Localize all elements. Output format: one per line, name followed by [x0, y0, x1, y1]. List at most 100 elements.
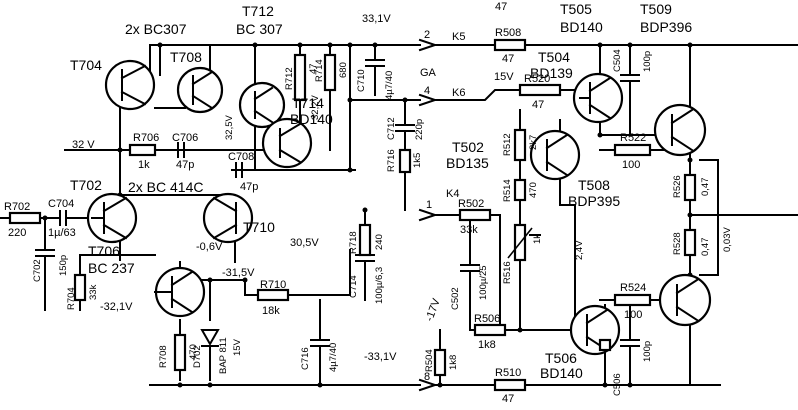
passive-symbols	[8, 38, 697, 392]
label-c714-value: 100µ/6,3	[374, 267, 385, 304]
label-r706: R706	[133, 132, 159, 144]
label-t509-type: BDP396	[640, 19, 692, 35]
transistor-t502-symbol	[529, 129, 581, 181]
resistor-r702-symbol	[8, 211, 42, 225]
potentiometer-arrow	[507, 227, 533, 259]
resistor-r714-symbol	[323, 53, 337, 92]
resistor-r508-symbol	[493, 38, 527, 52]
label-c502: C502	[450, 287, 461, 310]
resistor-r718-symbol	[358, 223, 372, 257]
transistor-t706-symbol	[154, 266, 206, 318]
resistor-r524-symbol	[613, 293, 652, 307]
label-t714-type: BD140	[290, 111, 333, 127]
label-t504: T504	[538, 49, 570, 65]
resistor-r502-symbol	[458, 208, 492, 222]
resistor-r526-symbol	[683, 173, 697, 202]
resistor-r510-symbol	[493, 378, 527, 392]
label-r714-value: 680	[338, 62, 349, 78]
label-t714: T714	[292, 95, 324, 111]
resistor-r504-symbol	[433, 348, 447, 377]
resistor-r706-symbol	[128, 143, 157, 157]
label-c712: C712	[386, 117, 397, 140]
resistor-r716-symbol	[398, 148, 412, 174]
resistor-r506b-symbol	[598, 338, 612, 352]
label-r712-value: 47	[308, 63, 319, 74]
label-c708-value: 47p	[240, 181, 258, 193]
label-r704: R704	[66, 287, 77, 310]
label-t710: T710	[243, 219, 275, 235]
label-c706: C706	[172, 132, 198, 144]
label-v-325: 32,5V	[224, 115, 235, 140]
label-r512: R512	[502, 133, 513, 156]
label-v-322: 32,2V	[310, 95, 321, 120]
label-r522: R522	[620, 132, 646, 144]
label-r706-value: 1k	[138, 159, 150, 171]
connector-p2-symbol	[418, 38, 451, 52]
label-r710: R710	[260, 279, 286, 291]
label-r702: R702	[4, 201, 30, 213]
label-r528: R528	[672, 232, 683, 255]
resistor-r710-symbol	[256, 288, 290, 302]
resistor-r520-symbol	[518, 83, 562, 97]
transistor-t714-symbol	[261, 117, 313, 169]
resistor-r512-symbol	[513, 128, 527, 162]
label-t502-type: BD135	[446, 155, 489, 171]
transistor-t704-symbol	[104, 59, 156, 111]
label-t505-type: BD140	[560, 19, 603, 35]
label-c704: C704	[48, 198, 74, 210]
label-v-003: 0,03V	[722, 227, 733, 252]
label-c706-value: 47p	[176, 159, 194, 171]
label-d702-type: BAP 811	[218, 337, 229, 374]
label-t706-type: BC 237	[88, 260, 135, 276]
resistor-r704-symbol	[73, 273, 87, 302]
label-r526: R526	[672, 175, 683, 198]
label-c504-value: 100p	[642, 51, 653, 72]
label-c712-value: 220p	[414, 119, 425, 140]
label-t509: T509	[640, 1, 672, 17]
label-r506: R506	[474, 313, 500, 325]
label-top-value: 47	[495, 1, 507, 13]
label-r708: R708	[158, 345, 169, 368]
label-v-m315: -31,5V	[222, 267, 255, 279]
label-r504: R504	[424, 349, 435, 372]
label-c708: C708	[228, 151, 254, 163]
label-v-32: 32 V	[72, 139, 95, 151]
label-r718-value: 240	[374, 234, 385, 250]
label-t504-type: BD139	[530, 65, 573, 81]
resistor-r506-symbol	[473, 323, 507, 337]
label-t505: T505	[560, 1, 592, 17]
label-ga: GA	[420, 67, 437, 79]
label-t712: T712	[242, 3, 274, 19]
label-r716: R716	[386, 149, 397, 172]
label-r510-value: 47	[502, 393, 514, 405]
label-r502-value: 33k	[460, 224, 478, 236]
label-t708: T708	[170, 49, 202, 65]
label-r714: R714	[314, 59, 325, 82]
label-t704: T704	[70, 57, 102, 73]
label-mid-pair: 2x BC 414C	[128, 179, 203, 195]
transistor-symbols	[86, 59, 712, 356]
connector-p1-symbol	[418, 208, 451, 222]
label-r710-value: 18k	[262, 305, 280, 317]
label-r520: R520	[524, 73, 550, 85]
labels: T704 T708 T712 BC 307 T714 BD140 T702 T7…	[4, 1, 733, 405]
label-pin8: 8	[424, 371, 430, 383]
label-r514-value: 470	[528, 182, 539, 198]
resistor-r708-symbol	[173, 333, 187, 372]
diode-d702-symbol	[200, 329, 220, 347]
transistor-t504-symbol	[572, 72, 624, 124]
transistor-t710-symbol	[202, 192, 254, 244]
connector-p4-symbol	[418, 93, 451, 107]
label-c704-value: 1µ/63	[48, 227, 76, 239]
transistor-output-lower-symbol	[658, 273, 712, 327]
label-r524: R524	[620, 282, 646, 294]
label-r502: R502	[458, 198, 484, 210]
label-r506-value: 1k8	[478, 339, 496, 351]
label-d702: D702	[192, 345, 203, 368]
connector-p8-symbol	[418, 378, 451, 392]
label-pin1: 1	[426, 199, 432, 211]
label-k4: K4	[446, 188, 459, 200]
label-pin4: 4	[424, 85, 430, 97]
transistor-t702-symbol	[86, 192, 138, 244]
